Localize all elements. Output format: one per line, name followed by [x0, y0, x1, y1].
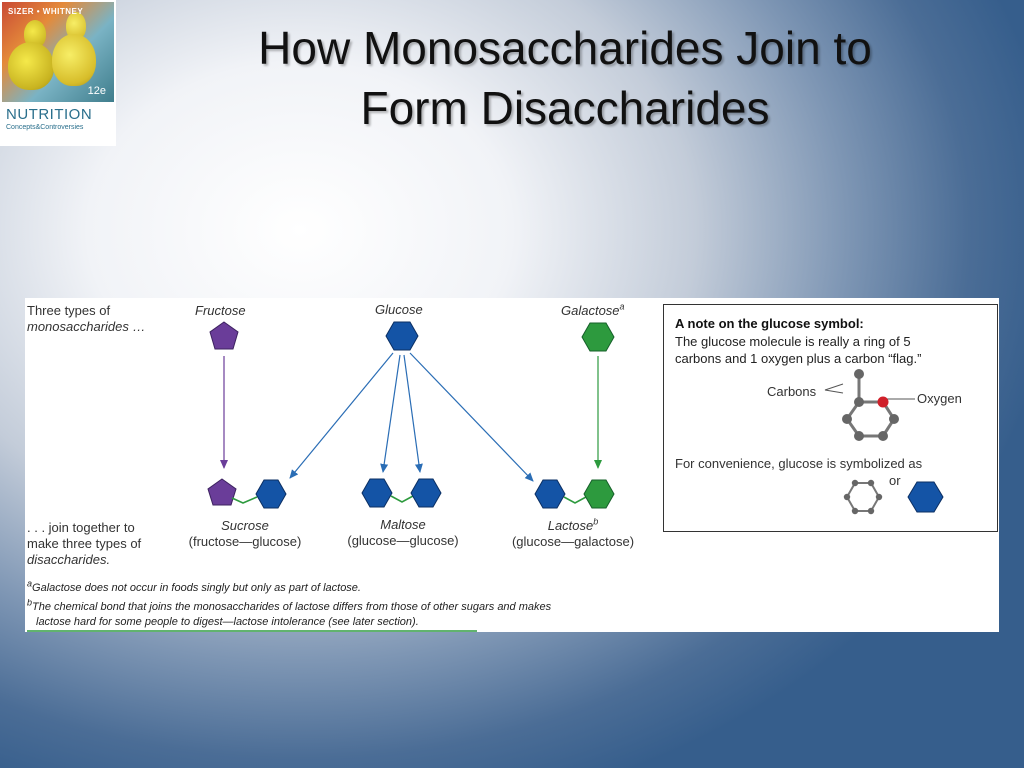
convenience-text: For convenience, glucose is symbolized a… — [675, 456, 923, 471]
lactose-label: Lactoseb (glucose—galactose) — [493, 516, 653, 550]
footnote-b: bThe chemical bond that joins the monosa… — [27, 597, 552, 630]
intro-line-2: monosaccharides … — [27, 319, 146, 334]
logo-authors: SIZER • WHITNEY — [8, 7, 84, 16]
glucose-label: Glucose — [375, 302, 423, 317]
pear-shape — [24, 20, 46, 48]
carbon-atom — [889, 414, 899, 424]
carbons-label: Carbons — [767, 384, 817, 399]
carbon-atom — [854, 397, 864, 407]
glucose-symbol-hexagon-icon — [907, 481, 944, 513]
galactose-hexagon-icon — [581, 322, 615, 352]
arrow-glucose-to-maltose-right — [403, 354, 423, 473]
outro-line-3: disaccharides. — [27, 552, 111, 567]
or-text: or — [889, 473, 901, 488]
lactose-composition: (glucose—galactose) — [511, 534, 635, 549]
footnote-a: aGalactose does not occur in foods singl… — [27, 579, 361, 594]
oxygen-label: Oxygen — [917, 391, 962, 406]
arrow-glucose-to-lactose — [409, 352, 534, 482]
carbon-atom — [851, 479, 859, 487]
fructose-pentagon-icon — [209, 321, 239, 350]
lactose-glucose-hexagon-icon — [534, 479, 566, 509]
bond-line — [563, 496, 587, 504]
logo-subtitle: Concepts&Controversies — [6, 124, 84, 131]
bond-line — [231, 496, 258, 504]
maltose-label: Maltose (glucose—glucose) — [323, 517, 483, 549]
book-cover-logo: SIZER • WHITNEY 12e NUTRITION Concepts&C… — [0, 0, 116, 146]
note-body: The glucose molecule is really a ring of… — [675, 333, 921, 367]
outro-line-1: . . . join together to — [27, 520, 135, 535]
note-line-2: carbons and 1 oxygen plus a carbon “flag… — [675, 351, 922, 366]
carbon-atom — [854, 369, 864, 379]
carbon-atom — [842, 414, 852, 424]
carbon-atom — [854, 431, 864, 441]
sucrose-composition: (fructose—glucose) — [188, 534, 302, 549]
pear-shape — [52, 34, 96, 86]
arrow-glucose-to-sucrose — [289, 352, 394, 479]
sucrose-glucose-hexagon-icon — [255, 479, 287, 509]
callout-line — [824, 383, 844, 394]
oxygen-atom — [877, 396, 889, 408]
maltose-glucose-hexagon-icon — [410, 478, 442, 508]
intro-line-1: Three types of — [27, 303, 111, 318]
logo-edition: 12e — [87, 85, 106, 97]
slide-title: How Monosaccharides Join to Form Disacch… — [150, 18, 980, 138]
slide-title-line-1: How Monosaccharides Join to — [258, 22, 872, 74]
logo-title: NUTRITION — [6, 106, 93, 123]
maltose-name: Maltose — [380, 517, 426, 532]
sucrose-name: Sucrose — [221, 518, 269, 533]
footnote-b-line-1: The chemical bond that joins the monosac… — [32, 601, 552, 613]
fructose-label: Fructose — [195, 303, 246, 318]
sucrose-label: Sucrose (fructose—glucose) — [165, 518, 325, 550]
footnote-b-line-2: lactose hard for some people to digest—l… — [36, 616, 419, 628]
lactose-name: Lactoseb — [493, 516, 653, 534]
carbon-atom — [867, 479, 875, 487]
note-title: A note on the glucose symbol: — [675, 316, 864, 331]
arrow-glucose-to-maltose-left — [380, 354, 401, 473]
glucose-hexagon-icon — [385, 321, 419, 351]
galactose-sup: a — [619, 301, 625, 312]
footnote-a-mark: a — [27, 578, 33, 589]
slide-title-line-2: Form Disaccharides — [360, 82, 770, 134]
bond-line — [390, 495, 414, 503]
footnote-b-mark: b — [27, 597, 33, 608]
note-line-1: The glucose molecule is really a ring of… — [675, 334, 911, 349]
outro-line-2: make three types of — [27, 536, 142, 551]
carbon-atom — [851, 507, 859, 515]
pear-shape — [8, 42, 54, 90]
pear-shape — [66, 12, 86, 40]
carbon-atom — [843, 493, 851, 501]
carbon-atom — [875, 493, 883, 501]
glucose-ring-molecule — [824, 369, 915, 441]
galactose-name: Galactose — [561, 303, 620, 318]
lactose-name-text: Lactose — [547, 518, 594, 533]
outro-text: . . . join together to make three types … — [27, 520, 141, 568]
sucrose-fructose-pentagon-icon — [207, 478, 237, 506]
lactose-sup: b — [593, 516, 599, 527]
maltose-composition: (glucose—glucose) — [347, 533, 459, 548]
intro-text: Three types of monosaccharides … — [27, 303, 146, 335]
glucose-symbol-note: A note on the glucose symbol: The glucos… — [663, 304, 998, 532]
maltose-glucose-hexagon-icon — [361, 478, 393, 508]
lactose-galactose-hexagon-icon — [583, 479, 615, 509]
galactose-label: Galactosea — [561, 301, 625, 319]
diagram-graphics — [27, 321, 944, 632]
small-ring-symbol — [843, 479, 883, 515]
pears-painting: SIZER • WHITNEY 12e — [2, 2, 114, 102]
carbon-atom — [867, 507, 875, 515]
disaccharide-figure: Three types of monosaccharides … . . . j… — [25, 298, 999, 632]
carbon-atom — [878, 431, 888, 441]
footnote-a-text: Galactose does not occur in foods singly… — [32, 582, 361, 594]
